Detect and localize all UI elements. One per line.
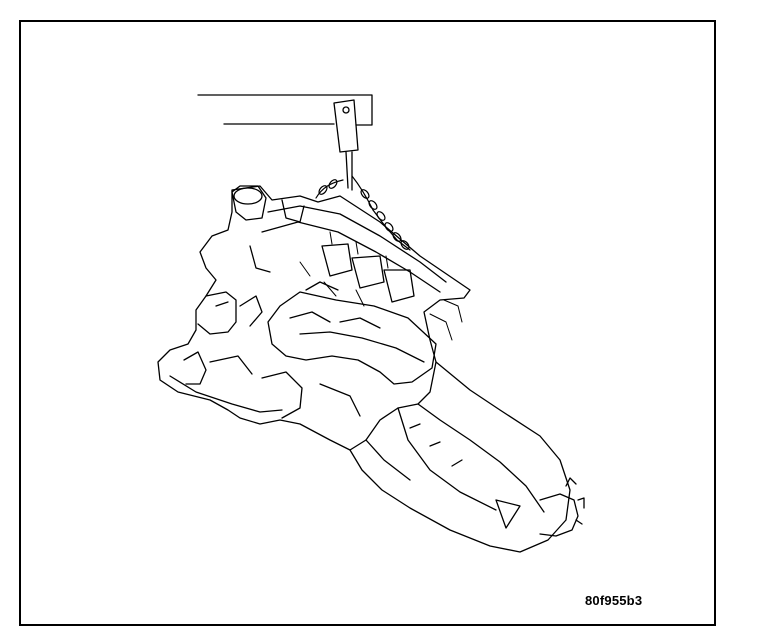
lifting-chain — [315, 175, 411, 251]
cylinder-head-detail — [183, 291, 263, 385]
figure-code: 80f955b3 — [585, 593, 643, 608]
oil-pan — [169, 371, 361, 419]
engine-detail-lines — [299, 231, 463, 341]
hoist-hook — [333, 99, 359, 191]
transmission — [349, 361, 585, 553]
hoist-bracket — [197, 94, 373, 126]
exhaust-manifold — [267, 243, 437, 385]
figure-frame — [19, 20, 716, 626]
engine-block — [157, 185, 471, 451]
